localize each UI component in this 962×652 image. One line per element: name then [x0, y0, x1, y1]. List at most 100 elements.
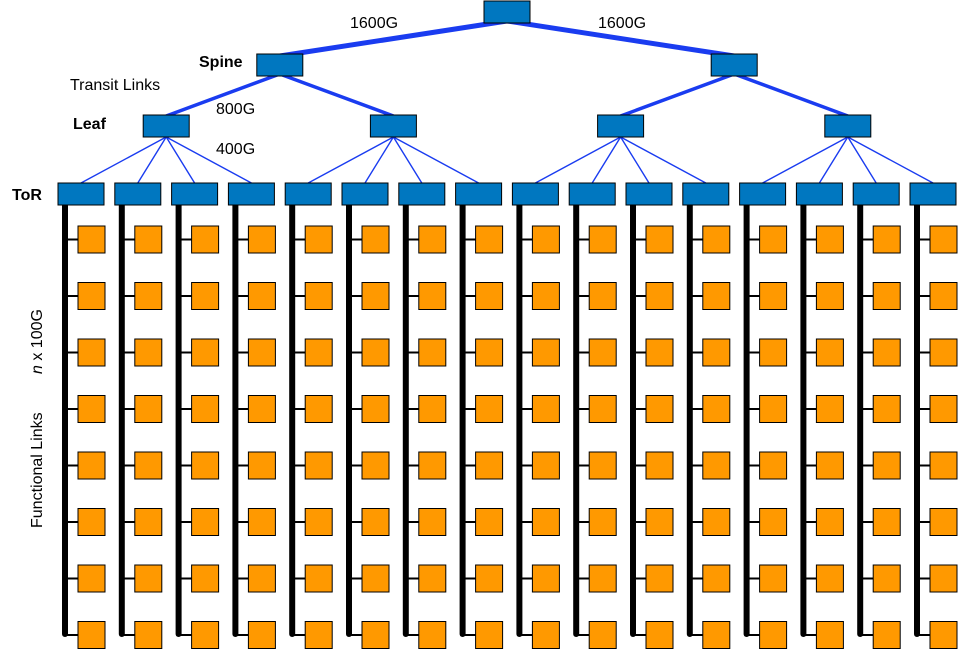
leaf-tor-link: [165, 136, 253, 184]
server-node: [759, 282, 788, 310]
server-node: [247, 282, 276, 310]
tor-switch: [568, 182, 616, 206]
link-speed-core-right: 1600G: [598, 15, 646, 32]
tor-switch: [455, 182, 503, 206]
server-node: [77, 225, 106, 254]
server-node: [77, 395, 106, 423]
server-node: [929, 338, 958, 367]
core-spine-link: [504, 18, 737, 59]
server-node: [645, 621, 674, 649]
tor-switch: [114, 182, 162, 206]
link-multiplier: n: [29, 365, 46, 374]
server-node: [418, 282, 447, 310]
server-node: [531, 451, 560, 480]
core-switch: [483, 0, 531, 24]
tor-switch: [511, 182, 559, 206]
server-node: [418, 451, 447, 480]
leaf-tor-link: [847, 136, 877, 184]
server-node: [247, 621, 276, 649]
server-node: [304, 451, 333, 480]
server-node: [191, 564, 220, 593]
server-node: [531, 395, 560, 423]
server-node: [815, 508, 844, 536]
server-node: [588, 451, 617, 480]
server-node: [475, 564, 504, 593]
server-node: [872, 282, 901, 310]
server-node: [247, 564, 276, 593]
server-node: [77, 282, 106, 310]
server-node: [588, 508, 617, 536]
tor-switch: [171, 182, 219, 206]
server-node: [134, 282, 163, 310]
link-speed-spine-leaf: 800G: [216, 101, 255, 118]
server-node: [304, 564, 333, 593]
server-node: [929, 395, 958, 423]
server-node: [77, 451, 106, 480]
server-node: [531, 225, 560, 254]
server-node: [304, 225, 333, 254]
server-node: [531, 564, 560, 593]
server-node: [588, 621, 617, 649]
server-node: [191, 338, 220, 367]
server-node: [134, 508, 163, 536]
server-node: [134, 621, 163, 649]
leaf-tor-link: [847, 136, 934, 184]
spine-switch: [256, 53, 304, 77]
server-node: [759, 395, 788, 423]
server-node: [929, 451, 958, 480]
server-node: [702, 564, 731, 593]
tor-switch: [682, 182, 730, 206]
leaf-switch: [142, 114, 190, 138]
spine-leaf-link: [164, 72, 282, 118]
server-node: [645, 508, 674, 536]
server-node: [815, 338, 844, 367]
server-node: [134, 564, 163, 593]
server-node: [759, 508, 788, 536]
tor-switch: [398, 182, 446, 206]
server-node: [304, 395, 333, 423]
server-node: [418, 338, 447, 367]
functional-links-label: Functional Links: [29, 412, 46, 528]
server-node: [77, 621, 106, 649]
server-node: [929, 508, 958, 536]
link-speed-core-left: 1600G: [350, 15, 398, 32]
server-node: [872, 621, 901, 649]
server-node: [702, 225, 731, 254]
server-node: [134, 338, 163, 367]
server-node: [191, 451, 220, 480]
server-node: [77, 338, 106, 367]
server-node: [872, 451, 901, 480]
spine-switch: [710, 53, 758, 77]
leaf-tor-link: [591, 136, 622, 184]
server-node: [588, 338, 617, 367]
tor-switch: [795, 182, 843, 206]
leaf-tor-link: [761, 136, 849, 184]
server-node: [872, 508, 901, 536]
tor-switch: [341, 182, 389, 206]
spine-leaf-link: [278, 72, 396, 118]
transit-links-label: Transit Links: [70, 77, 160, 94]
server-node: [815, 451, 844, 480]
server-node: [191, 621, 220, 649]
server-node: [872, 338, 901, 367]
leaf-tor-link: [364, 136, 395, 184]
server-node: [759, 564, 788, 593]
server-node: [759, 225, 788, 254]
server-node: [361, 451, 390, 480]
server-node: [361, 338, 390, 367]
server-node: [247, 395, 276, 423]
server-node: [645, 451, 674, 480]
server-node: [475, 395, 504, 423]
server-node: [134, 451, 163, 480]
server-node: [418, 564, 447, 593]
server-node: [475, 225, 504, 254]
leaf-tor-link: [165, 136, 196, 184]
server-node: [304, 282, 333, 310]
server-node: [418, 508, 447, 536]
server-node: [304, 338, 333, 367]
leaf-tor-link: [307, 136, 395, 184]
server-node: [475, 451, 504, 480]
leaf-tor-link: [619, 136, 707, 184]
server-node: [475, 282, 504, 310]
